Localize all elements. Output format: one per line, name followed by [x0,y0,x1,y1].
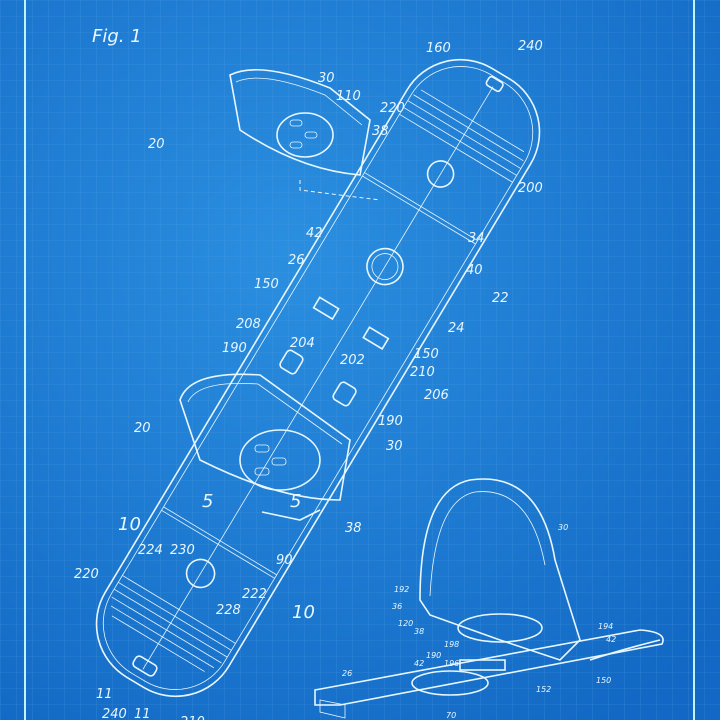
ref-label: 150 [596,676,611,685]
detail-binding-view [314,478,664,719]
ref-label: 202 [340,353,365,368]
ref-label: 220 [74,567,99,582]
ref-label: 5 [202,491,213,512]
lower-binding [179,373,351,521]
snowboard [95,58,541,698]
ref-label: 30 [318,71,335,86]
ref-label: 160 [426,41,451,56]
ref-label: 38 [414,627,424,636]
ref-label: 110 [336,89,361,104]
ref-label: 36 [392,602,402,611]
ref-label: 228 [216,603,241,618]
ref-label: 38 [372,124,389,139]
ref-label: 90 [276,553,293,568]
ref-label: 26 [288,253,305,268]
ref-label: 22 [492,291,509,306]
ref-label: 70 [446,711,456,720]
detail-labels: 30 192 36 120 38 194 42 198 190 196 42 1… [342,523,616,720]
figure-title: Fig. 1 [92,26,142,47]
ref-label: 240 [102,707,127,720]
ref-label: 220 [380,101,405,116]
ref-label: 210 [410,365,435,380]
ref-label: 30 [558,523,568,532]
upper-binding [229,68,381,201]
ref-label: 208 [236,317,261,332]
ref-label: 20 [134,421,151,436]
ref-label: 152 [536,685,551,694]
ref-label: 34 [468,231,485,246]
ref-label: 10 [292,602,315,623]
ref-label: 240 [518,39,543,54]
ref-label: 5 [290,491,301,512]
ref-label: 190 [378,414,403,429]
ref-label: 30 [386,439,403,454]
ref-label: 192 [394,585,409,594]
ref-label: 196 [444,659,459,668]
ref-label: 210 [180,715,205,720]
ref-label: 190 [426,651,441,660]
ref-label: 190 [222,341,247,356]
ref-label: 11 [96,687,113,702]
ref-label: 42 [606,635,616,644]
ref-label: 20 [148,137,165,152]
ref-label: 150 [414,347,439,362]
ref-label: 120 [398,619,413,628]
ref-label: 11 [134,707,151,720]
ref-label: 224 [138,543,163,558]
ref-label: 150 [254,277,279,292]
ref-label: 38 [345,521,362,536]
ref-label: 194 [598,622,613,631]
ref-label: 230 [170,543,195,558]
main-labels: 160 240 30 110 220 38 20 200 42 34 26 40… [74,39,543,720]
ref-label: 42 [414,659,424,668]
ref-label: 10 [118,514,141,535]
ref-label: 222 [242,587,267,602]
ref-label: 204 [290,336,315,351]
ref-label: 42 [306,226,323,241]
ref-label: 206 [424,388,449,403]
ref-label: 26 [342,669,352,678]
ref-label: 24 [448,321,465,336]
ref-label: 200 [518,181,543,196]
ref-label: 40 [466,263,483,278]
ref-label: 198 [444,640,459,649]
